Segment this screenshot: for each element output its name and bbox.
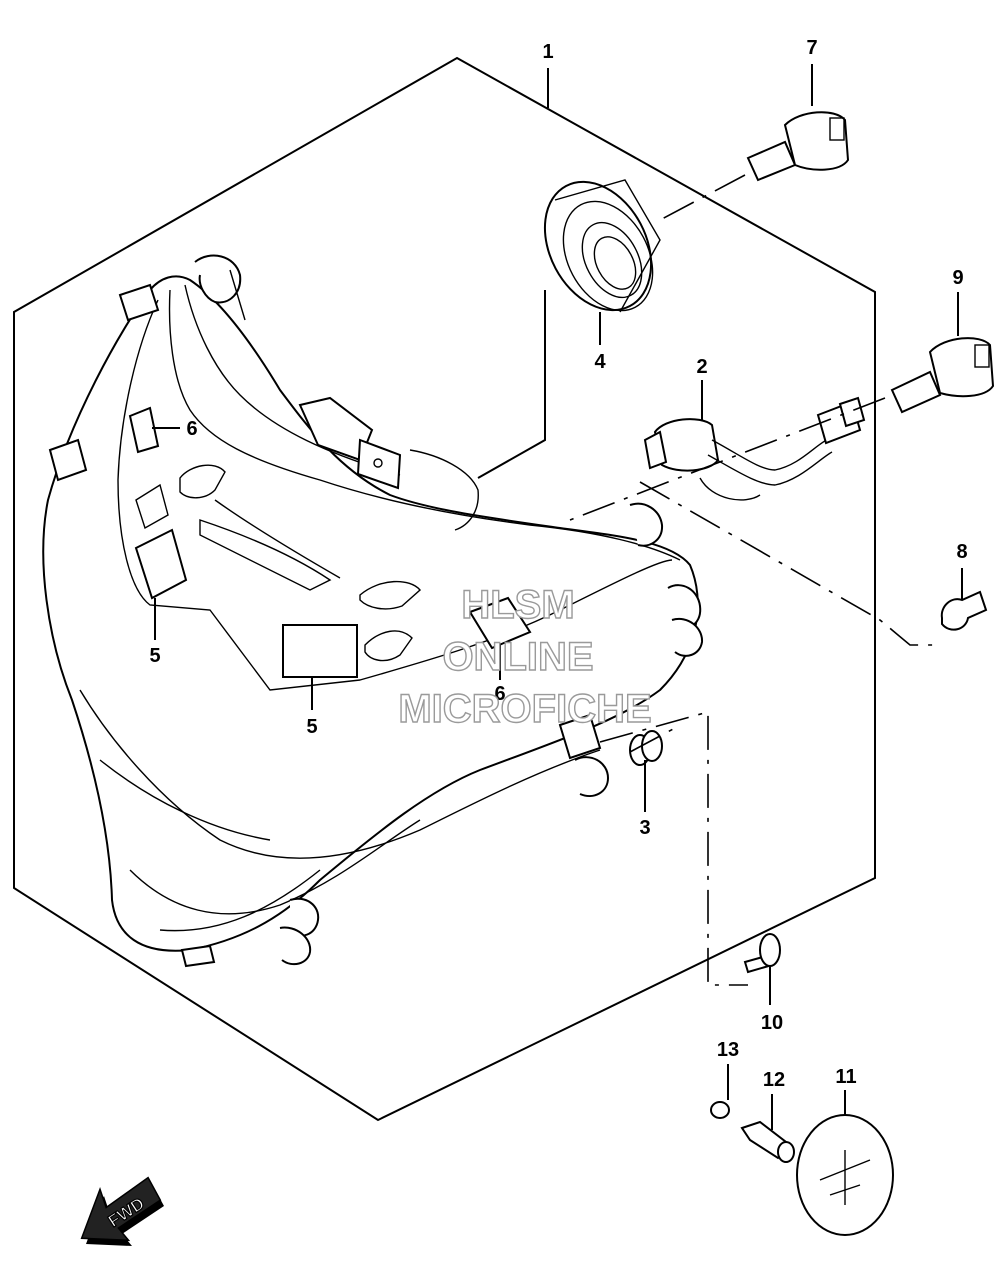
callout-9: 9 [952,267,963,289]
callout-3: 3 [639,817,650,839]
callout-2: 2 [696,356,707,378]
leader-lines [152,64,963,1130]
callout-6b: 6 [494,683,505,705]
part-13-washer [710,1101,730,1119]
sticker-5-left [134,528,188,600]
part-4-rubber-cover [543,179,661,313]
watermark-line-3: MICROFICHE [398,687,651,731]
assembly-frame [13,56,876,1122]
part-3-grommet [629,730,663,766]
callout-6a: 6 [186,418,197,440]
watermark: HLSM ONLINE MICROFICHE [398,582,653,731]
part-7-headlight-bulb [746,111,850,182]
part-11-cap [796,1114,894,1236]
sticker-5-center [282,624,358,678]
callout-5b: 5 [306,716,317,738]
callout-4: 4 [594,351,606,373]
callout-11: 11 [835,1066,856,1088]
callout-7: 7 [806,37,817,59]
watermark-line-1: HLSM [461,583,574,627]
fwd-arrow: FWD [80,1176,164,1246]
part-12-pin [740,1120,795,1163]
headlamp-housing [42,254,704,968]
sticker-6-left [128,406,160,454]
part-2-socket-harness [643,396,866,501]
part-9-bulb [890,337,995,414]
callouts: 1 7 9 2 4 8 6 5 5 6 3 10 13 12 11 [149,37,967,1091]
sticker-6-center [468,596,532,650]
callout-12: 12 [763,1069,785,1091]
callout-1: 1 [542,41,553,63]
callout-10: 10 [761,1012,783,1034]
callout-5a: 5 [149,645,160,667]
part-8-wedge-bulb [940,590,988,631]
watermark-line-2: ONLINE [442,635,593,679]
callout-8: 8 [956,541,967,563]
callout-13: 13 [717,1039,739,1061]
alignment-lines [569,174,936,986]
